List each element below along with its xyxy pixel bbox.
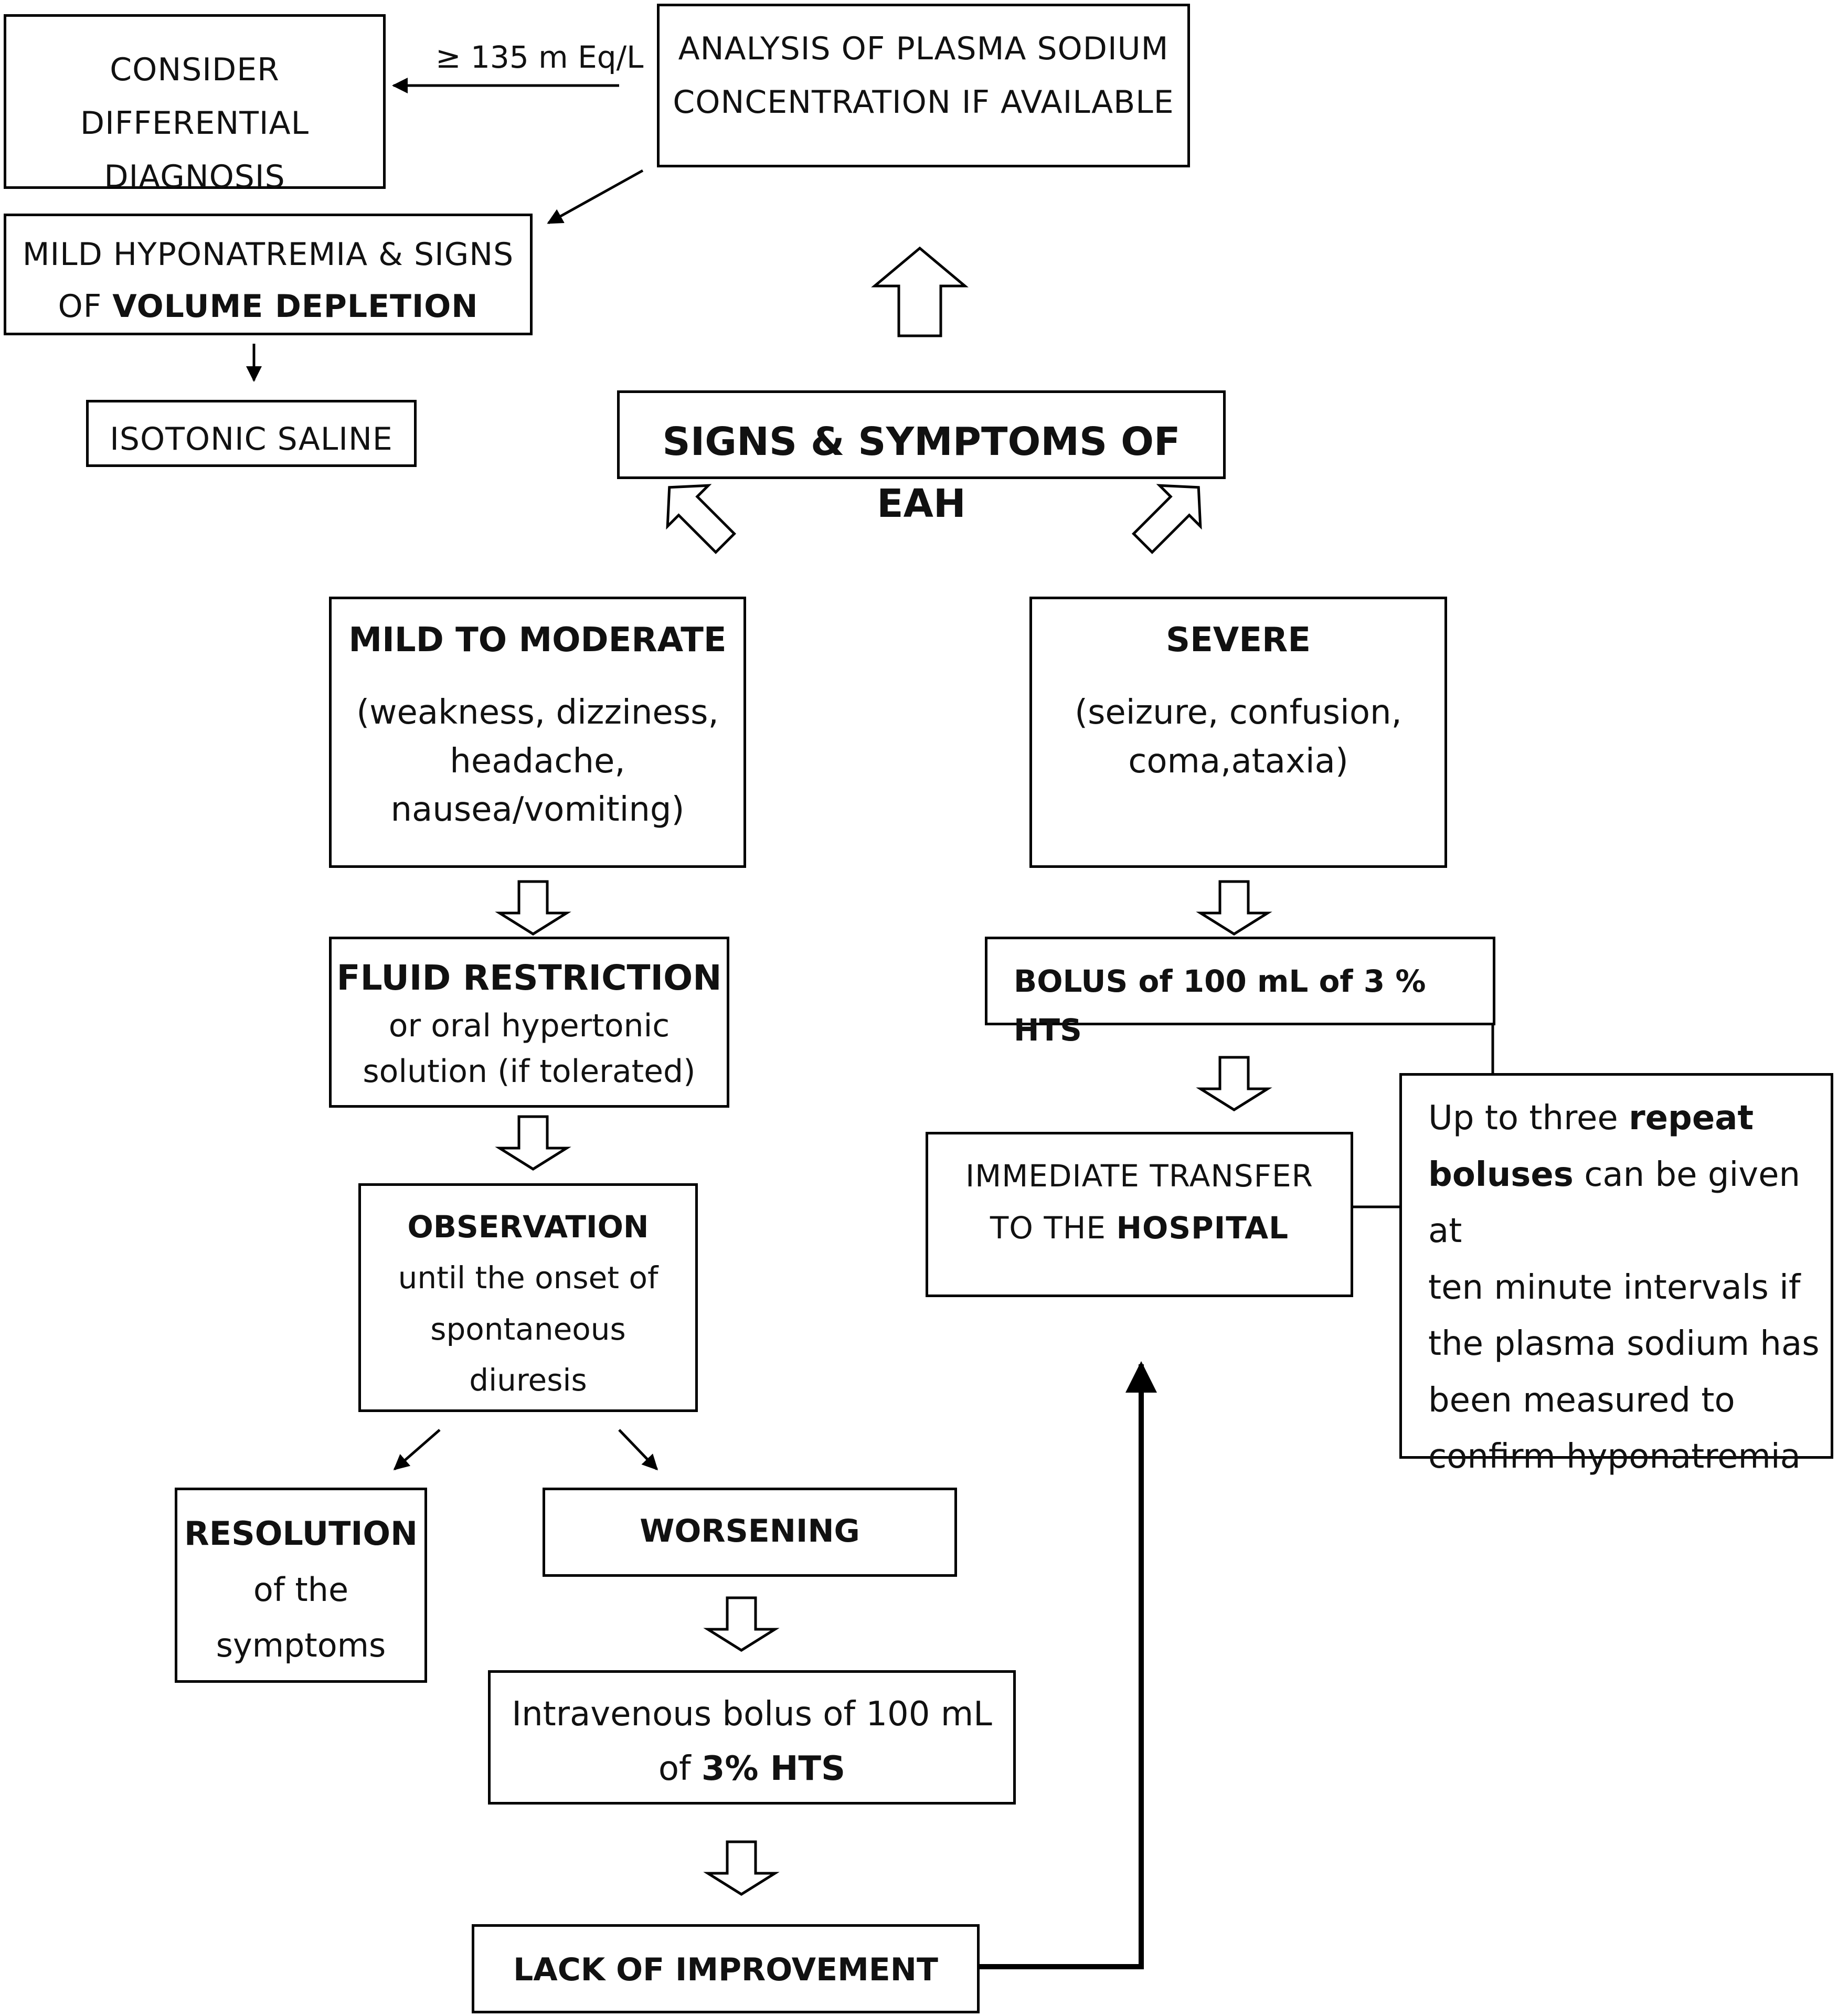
transfer-line2-prefix: TO THE	[990, 1209, 1117, 1246]
differential-diagnosis-box: CONSIDER DIFFERENTIAL DIAGNOSIS	[4, 14, 386, 195]
hospital-transfer-box: IMMEDIATE TRANSFER TO THE HOSPITAL	[926, 1132, 1353, 1297]
hollow-arrow-down-right	[1131, 484, 1202, 555]
hollow-arrow-bolus-to-transfer	[1196, 1056, 1272, 1111]
note-l1-bold: repeat	[1629, 1099, 1754, 1138]
transfer-line1: IMMEDIATE TRANSFER	[965, 1158, 1313, 1194]
transfer-line2: TO THE HOSPITAL	[928, 1202, 1351, 1254]
lack-of-improvement-box: LACK OF IMPROVEMENT	[472, 1924, 980, 2013]
arrow-lack-to-transfer	[979, 1361, 1157, 1969]
mild-title: MILD TO MODERATE	[348, 621, 727, 660]
hollow-arrow-worsening-to-iv-bolus	[703, 1596, 780, 1652]
isotonic-saline-box: ISOTONIC SALINE	[86, 400, 417, 467]
hollow-arrow-iv-bolus-to-lack	[703, 1840, 780, 1896]
differential-line2: DIFFERENTIAL	[80, 105, 310, 142]
worsening-box: WORSENING	[543, 1488, 957, 1577]
observation-box: OBSERVATION until the onset of spontaneo…	[358, 1183, 698, 1412]
resolution-box: RESOLUTION of the symptoms	[175, 1488, 427, 1683]
observation-line3: diuresis	[469, 1362, 587, 1398]
iv-bolus-box: Intravenous bolus of 100 mL of 3% HTS	[488, 1670, 1016, 1805]
volume-line2-bold: VOLUME DEPLETION	[112, 288, 479, 325]
iv-line2: of 3% HTS	[491, 1742, 1013, 1797]
fluid-line2: solution (if tolerated)	[363, 1053, 696, 1090]
arrow-analysis-to-volume-depletion	[547, 169, 644, 225]
hollow-arrow-down-left	[666, 484, 737, 555]
signs-symptoms-box: SIGNS & SYMPTOMS OF EAH	[617, 390, 1226, 526]
resolution-line2: symptoms	[216, 1626, 386, 1665]
hollow-arrow-mild-to-fluid	[495, 880, 571, 936]
note-l2-suffix: can be given at	[1428, 1155, 1801, 1251]
hollow-down-arrows	[495, 880, 1272, 1896]
observation-line1: until the onset of	[398, 1260, 658, 1296]
note-line4: the plasma sodium has	[1428, 1324, 1820, 1364]
note-line1: Up to three repeat	[1428, 1090, 1820, 1147]
plasma-sodium-analysis-box: ANALYSIS OF PLASMA SODIUM CONCENTRATION …	[657, 4, 1190, 167]
worsening-title: WORSENING	[640, 1513, 860, 1550]
volume-line2: OF VOLUME DEPLETION	[6, 281, 530, 333]
fluid-restriction-box: FLUID RESTRICTION or oral hypertonic sol…	[329, 937, 729, 1108]
iv-line1: Intravenous bolus of 100 mL	[512, 1695, 992, 1734]
iv-line2-prefix: of	[658, 1749, 702, 1788]
repeat-boluses-note: Up to three repeat boluses can be given …	[1399, 1073, 1833, 1476]
differential-line1: CONSIDER	[110, 51, 280, 88]
severe-box: SEVERE (seizure, confusion, coma,ataxia)	[1029, 597, 1447, 868]
fluid-title: FLUID RESTRICTION	[336, 958, 722, 998]
mild-moderate-box: MILD TO MODERATE (weakness, dizziness, h…	[329, 597, 746, 868]
iv-line2-bold: 3% HTS	[701, 1749, 846, 1788]
mild-line2: headache,	[450, 741, 625, 781]
note-l2-bold: boluses	[1428, 1155, 1574, 1194]
sodium-threshold-label: ≥ 135 m Eq/L	[435, 39, 644, 75]
bolus-severe-box: BOLUS of 100 mL of 3 % HTS	[985, 937, 1495, 1048]
arrow-observation-to-worsening	[618, 1429, 658, 1471]
differential-line3: DIAGNOSIS	[104, 158, 285, 195]
note-line6: confirm hyponatremia	[1428, 1437, 1801, 1477]
note-line5: been measured to	[1428, 1381, 1735, 1420]
note-line2: boluses can be given at	[1428, 1147, 1820, 1260]
fluid-line1: or oral hypertonic	[388, 1007, 670, 1044]
severe-line2: coma,ataxia)	[1128, 741, 1348, 781]
note-l1-prefix: Up to three	[1428, 1099, 1629, 1138]
bolus-severe-text: BOLUS of 100 mL of 3 % HTS	[1014, 963, 1426, 1048]
signs-title: SIGNS & SYMPTOMS OF EAH	[662, 419, 1181, 527]
arrow-observation-to-resolution	[393, 1429, 441, 1470]
severe-title: SEVERE	[1165, 621, 1311, 660]
isotonic-text: ISOTONIC SALINE	[110, 421, 393, 458]
hollow-arrow-up	[871, 246, 969, 337]
analysis-line2: CONCENTRATION IF AVAILABLE	[673, 84, 1174, 121]
lack-title: LACK OF IMPROVEMENT	[513, 1951, 938, 1988]
hollow-arrow-fluid-to-observation	[495, 1115, 571, 1171]
resolution-line1: of the	[253, 1570, 349, 1609]
severe-line1: (seizure, confusion,	[1075, 693, 1402, 732]
observation-line2: spontaneous	[430, 1311, 626, 1347]
analysis-line1: ANALYSIS OF PLASMA SODIUM	[678, 30, 1169, 67]
volume-line2-prefix: OF	[58, 288, 113, 325]
observation-title: OBSERVATION	[407, 1209, 649, 1245]
mild-line1: (weakness, dizziness,	[356, 693, 719, 732]
note-line3: ten minute intervals if	[1428, 1268, 1801, 1307]
transfer-line2-bold: HOSPITAL	[1116, 1209, 1289, 1246]
hollow-arrow-severe-to-bolus	[1196, 880, 1272, 936]
volume-line1: MILD HYPONATREMIA & SIGNS	[22, 236, 514, 273]
volume-depletion-box: MILD HYPONATREMIA & SIGNS OF VOLUME DEPL…	[4, 214, 533, 335]
mild-line3: nausea/vomiting)	[390, 790, 685, 830]
resolution-title: RESOLUTION	[184, 1514, 418, 1553]
